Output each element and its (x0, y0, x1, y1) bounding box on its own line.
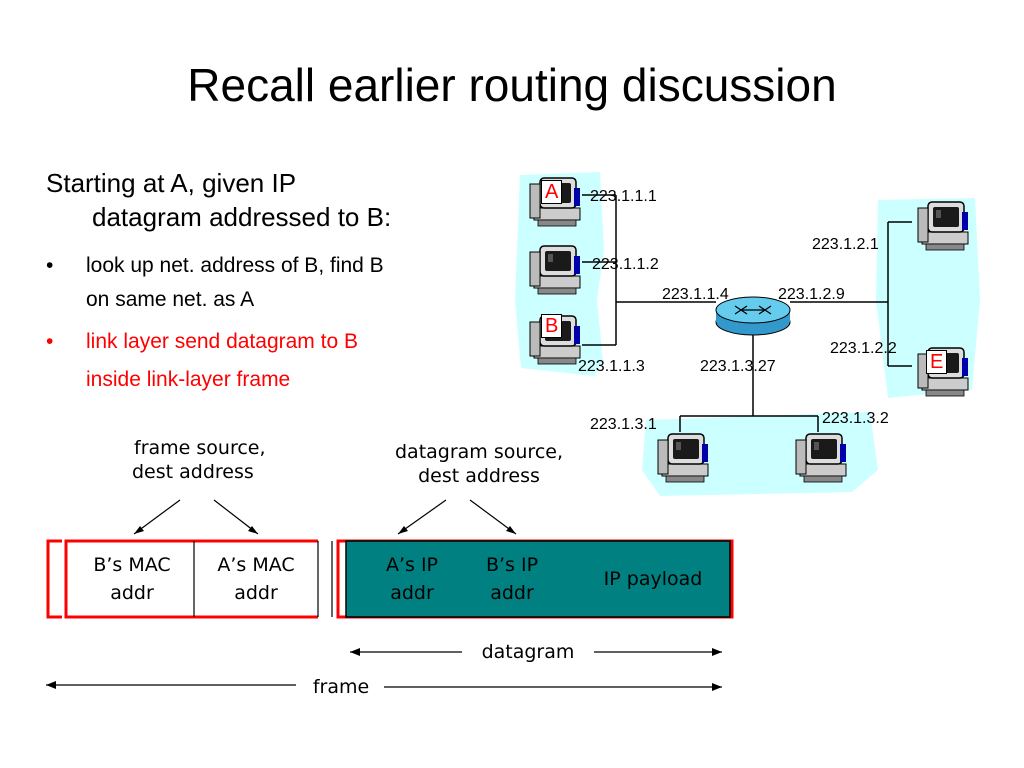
bullet-1-line-1: look up net. address of B, find B (86, 254, 384, 277)
slide-title: Recall earlier routing discussion (187, 59, 837, 111)
cell-a-ip-line-1: A’s IP (385, 554, 439, 576)
router-icon (715, 296, 791, 336)
frame-mid-bracket (336, 539, 346, 619)
datagram-caption-line-2: dest address (418, 465, 540, 487)
frame-arrowhead-right (712, 683, 722, 691)
intro-text: Starting at A, given IP datagram address… (46, 166, 486, 234)
datagram-caption: frame source, datagram source, dest addr… (364, 440, 594, 488)
frame-caption-line-1: frame source, (134, 437, 266, 459)
intro-line-2: datagram addressed to B: (92, 202, 392, 232)
host-e-label: E (926, 350, 948, 374)
frame-arrowhead-left (46, 681, 56, 689)
datagram-caption-arrowhead-right (506, 526, 516, 534)
frame-extent-label: frame (312, 676, 370, 698)
bullet-1-line-2: on same net. as A (86, 288, 255, 311)
frame-caption-arrowhead-left (134, 526, 144, 534)
intro-line-1: Starting at A, given IP (46, 168, 297, 198)
ip-223-1-3-1: 223.1.3.1 (590, 416, 657, 433)
cell-b-mac-line-1: B’s MAC (93, 554, 171, 576)
frame-caption-arrowhead-right (248, 526, 258, 534)
host-a-label: A (541, 180, 563, 204)
host-223-1-2-1-computer-icon (917, 201, 969, 251)
ip-223-1-2-2: 223.1.2.2 (830, 340, 897, 357)
bullet-2-line-1: link layer send datagram to B (86, 330, 358, 353)
cell-ip-payload: IP payload (578, 542, 728, 616)
bullet-2: • link layer send datagram to B inside l… (46, 328, 496, 391)
cell-b-ip: B’s IP addr (462, 542, 562, 616)
bullet-2-marker: • (46, 330, 54, 353)
ip-223-1-3-2: 223.1.3.2 (822, 410, 889, 427)
frame-caption-line-2: dest address (132, 461, 254, 483)
ip-223-1-1-4: 223.1.1.4 (662, 286, 729, 303)
datagram-caption-line-1-text: datagram source, (395, 441, 563, 463)
ip-223-1-3-27: 223.1.3.27 (700, 358, 776, 375)
datagram-arrowhead-right (712, 648, 722, 656)
cell-a-ip-line-2: addr (390, 582, 434, 604)
cell-b-ip-line-1: B’s IP (485, 554, 539, 576)
cell-b-mac-line-2: addr (110, 582, 154, 604)
cell-b-ip-line-2: addr (490, 582, 534, 604)
datagram-caption-arrow-left (397, 499, 447, 535)
host-b-label: B (541, 314, 563, 338)
host-223-1-3-2-computer-icon (795, 433, 847, 483)
bullet-2-line-2: inside link-layer frame (86, 368, 291, 391)
cell-a-ip: A’s IP addr (362, 542, 462, 616)
cell-ip-payload-label: IP payload (603, 568, 703, 590)
ip-223-1-1-3: 223.1.1.3 (578, 358, 645, 375)
datagram-arrowhead-left (350, 648, 360, 656)
ip-223-1-2-9: 223.1.2.9 (778, 286, 845, 303)
bullet-1: • look up net. address of B, find B on s… (46, 252, 496, 312)
datagram-caption-arrowhead-left (398, 526, 408, 534)
datagram-extent-label: datagram (481, 641, 575, 663)
cell-a-mac-line-2: addr (234, 582, 278, 604)
datagram-box (345, 540, 731, 618)
cell-b-mac: B’s MAC addr (72, 542, 192, 616)
cell-a-mac-line-1: A’s MAC (217, 554, 295, 576)
cell-a-mac: A’s MAC addr (196, 542, 316, 616)
host-223-1-3-1-computer-icon (657, 433, 709, 483)
host-223-1-1-2-computer-icon (529, 245, 581, 295)
frame-left-bracket (46, 539, 62, 619)
ip-223-1-1-2: 223.1.1.2 (592, 256, 659, 273)
ip-223-1-2-1: 223.1.2.1 (812, 236, 879, 253)
bullet-1-marker: • (46, 254, 54, 277)
ip-223-1-1-1: 223.1.1.1 (590, 188, 657, 205)
frame-caption: frame source, dest address (120, 436, 320, 484)
